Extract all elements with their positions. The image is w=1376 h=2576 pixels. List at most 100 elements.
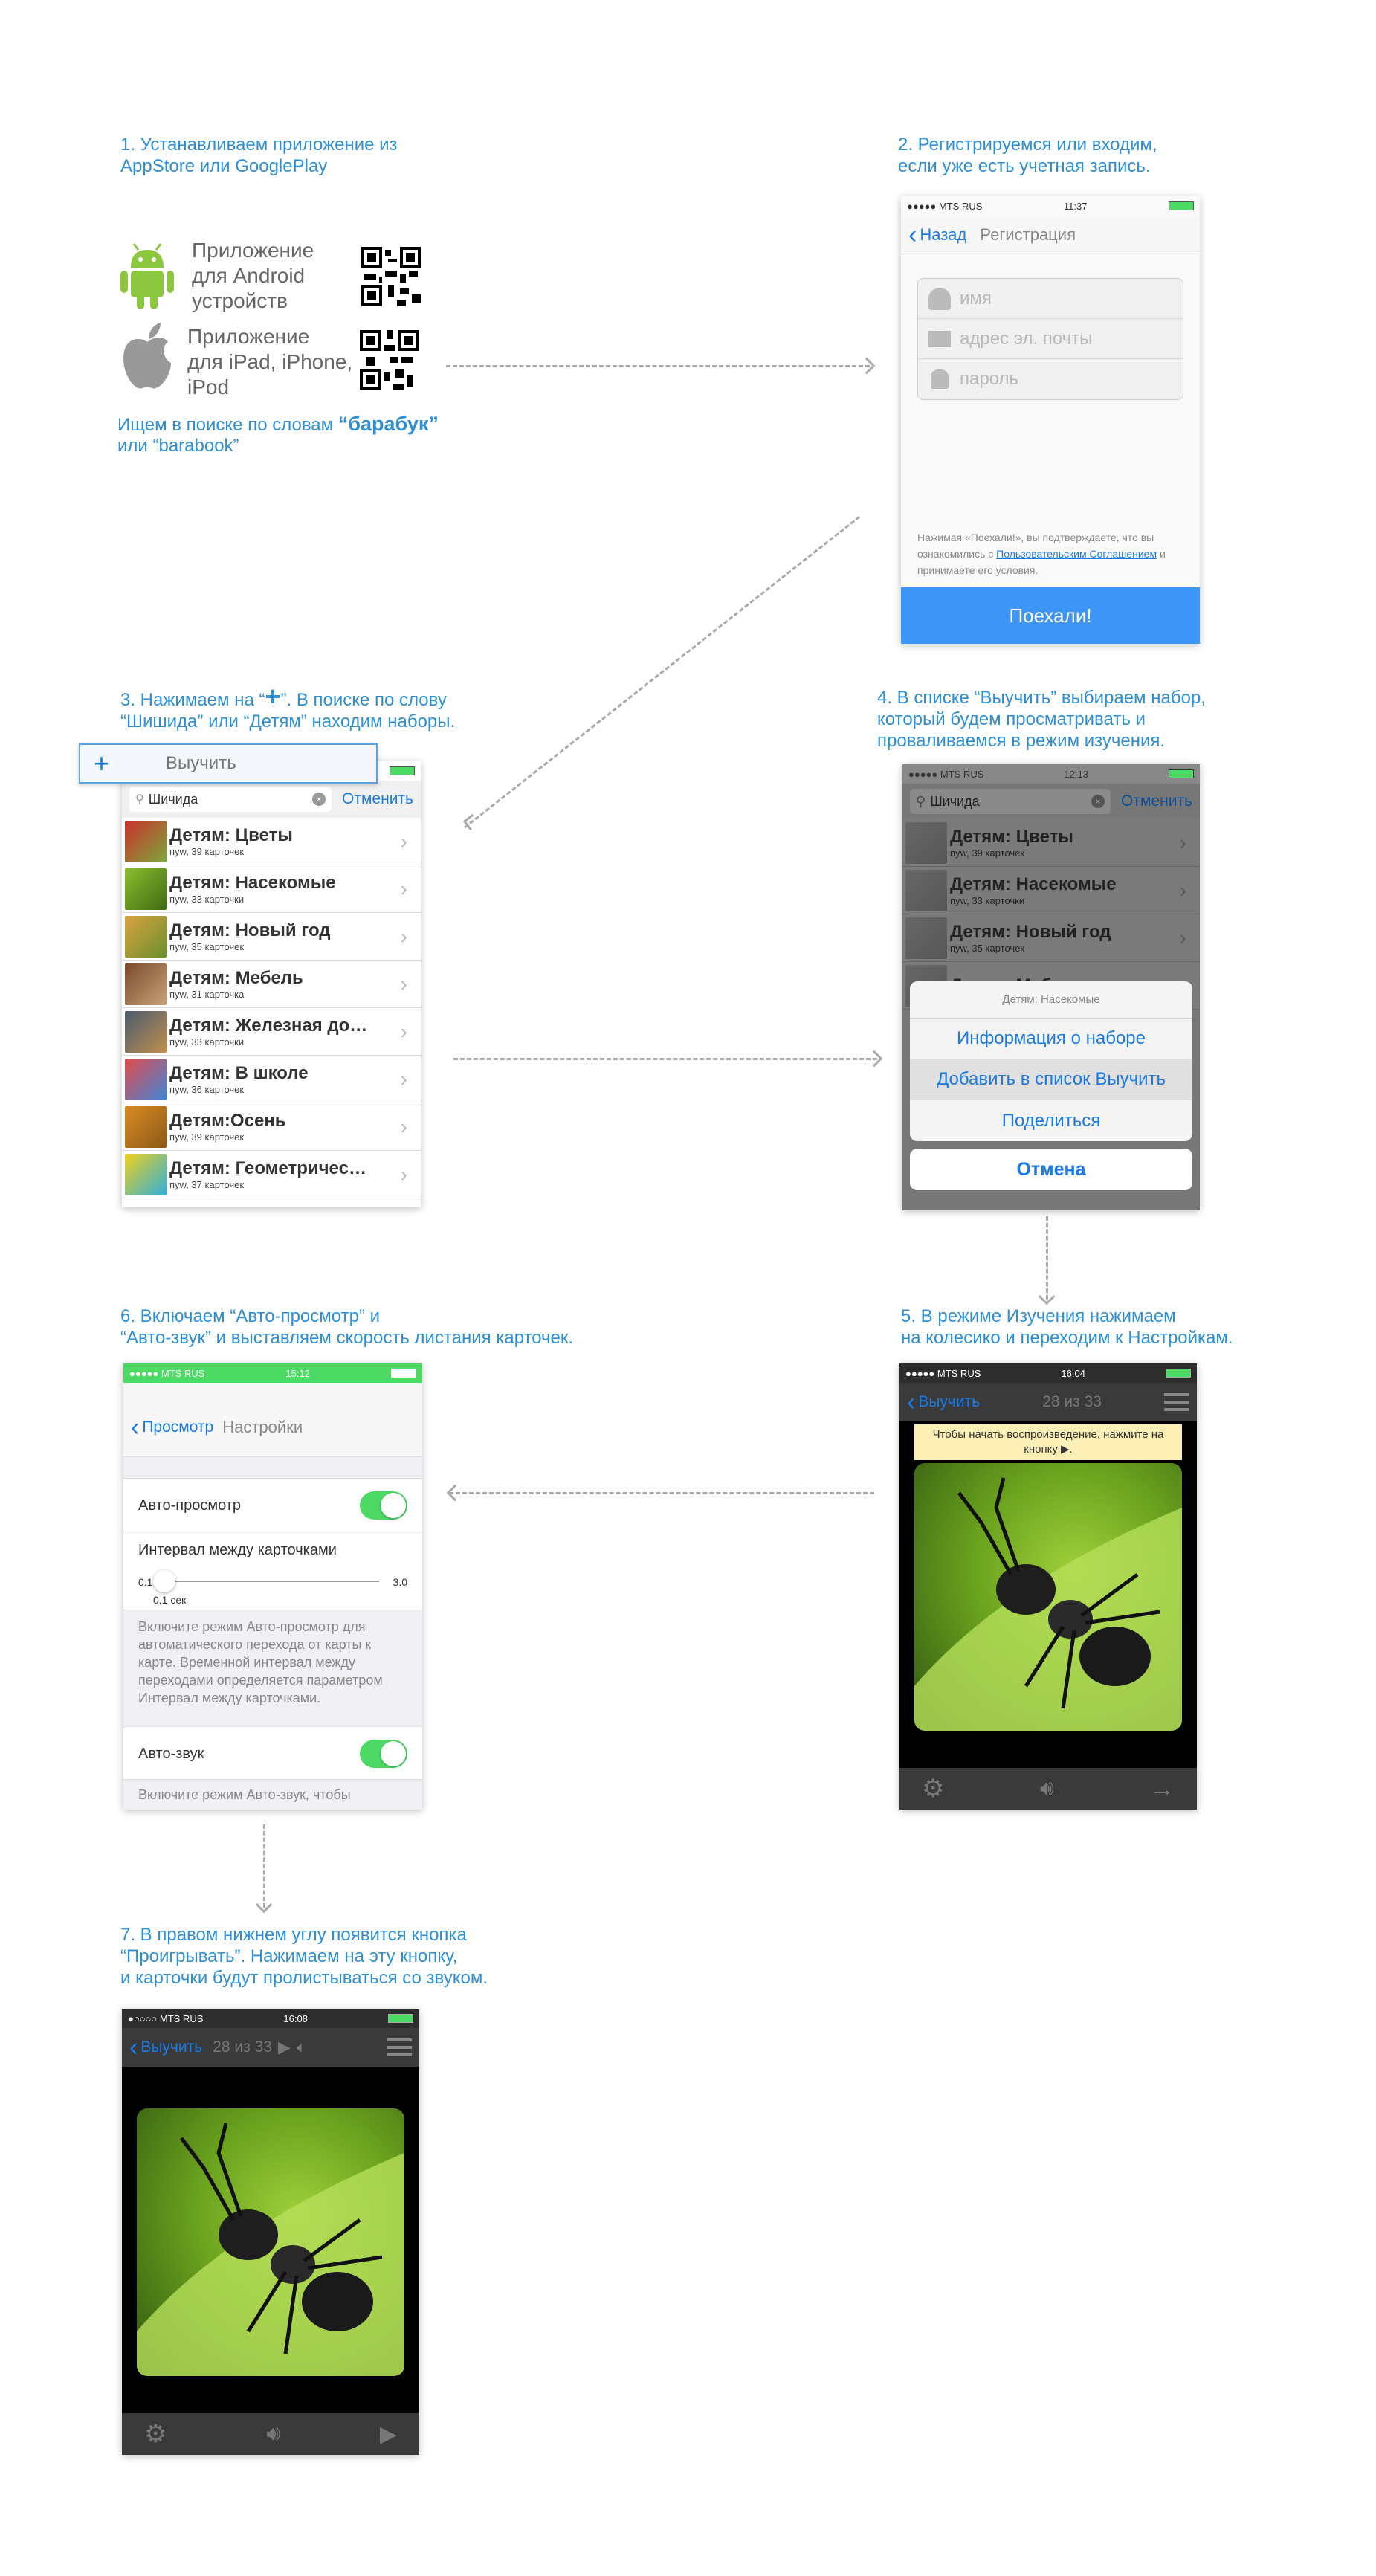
password-field[interactable]: пароль — [918, 359, 1183, 399]
back-button[interactable]: ‹Просмотр — [131, 1413, 214, 1442]
set-subtitle: пуw, 33 карточки — [169, 894, 245, 905]
autoview-toggle[interactable] — [360, 1491, 407, 1520]
cancel-button[interactable]: Отменить — [1121, 793, 1192, 810]
card-counter: 28 из 33 — [1042, 1393, 1102, 1410]
chevron-right-icon: › — [1179, 830, 1186, 854]
arrow-6-to-7 — [263, 1824, 265, 1908]
info-button[interactable]: Информация о наборе — [910, 1019, 1192, 1059]
go-button[interactable]: Поехали! — [901, 587, 1200, 644]
android-qr-code[interactable] — [361, 247, 421, 306]
autoview-description: Включите режим Авто-просмотр для автомат… — [138, 1619, 383, 1705]
set-title: Детям: Насекомые — [950, 874, 1117, 894]
set-title: Детям: Насекомые — [169, 873, 336, 893]
set-subtitle: пуw, 33 карточки — [950, 895, 1025, 906]
ios-label: Приложение для iPad, iPhone, iPod — [187, 325, 353, 398]
chevron-right-icon: › — [400, 972, 407, 995]
speaker-icon[interactable]: 🔊︎ — [1039, 1776, 1054, 1801]
set-subtitle: пуw, 39 карточек — [169, 1132, 245, 1143]
learn-tab-label: Выучить — [166, 753, 236, 773]
back-button[interactable]: ‹Выучить — [129, 2033, 203, 2062]
arrow-4-to-5 — [1046, 1216, 1048, 1300]
name-field[interactable]: имя — [918, 279, 1183, 319]
cancel-button[interactable]: Отменить — [342, 790, 413, 807]
sheet-cancel-button[interactable]: Отмена — [910, 1149, 1192, 1190]
arrow-5-to-6 — [449, 1492, 874, 1494]
android-label: Приложение для Android устройств — [192, 239, 314, 312]
apple-icon[interactable] — [117, 321, 177, 393]
set-thumbnail — [905, 821, 947, 864]
gear-icon[interactable]: ⚙ — [144, 2420, 167, 2448]
nav-bar: ‹Просмотр Настройки — [123, 1383, 422, 1457]
nav-bar: ‹Выучить 28 из 33 ▶ 🔈︎ — [122, 2028, 419, 2067]
back-button[interactable]: ‹Назад — [908, 220, 967, 249]
menu-icon[interactable] — [1163, 1393, 1189, 1411]
search-input[interactable]: ⚲ Шичида × — [129, 787, 332, 812]
arrow-right-icon[interactable]: → — [1149, 1774, 1175, 1803]
gear-icon[interactable]: ⚙ — [922, 1775, 945, 1803]
chevron-left-icon: ‹ — [131, 1413, 140, 1442]
chevron-right-icon: › — [400, 1114, 407, 1138]
status-bar — [122, 761, 421, 781]
ios-qr-code[interactable] — [360, 330, 419, 390]
set-subtitle: пуw, 39 карточек — [950, 848, 1025, 859]
speaker-icon[interactable]: 🔊︎ — [266, 2421, 281, 2446]
arrow-2-to-3 — [464, 515, 861, 829]
arrow-3-to-4-head — [865, 1050, 883, 1068]
list-item[interactable]: Детям: Геометричес…пуw, 37 карточек› — [122, 1151, 421, 1198]
android-icon[interactable] — [117, 242, 177, 311]
back-button[interactable]: ‹Выучить — [907, 1388, 981, 1416]
set-title: Детям: Мебель — [169, 968, 303, 988]
set-title: Детям: В школе — [169, 1063, 309, 1083]
set-thumbnail — [125, 1010, 167, 1053]
arrow-1-to-2-head — [858, 357, 876, 375]
set-subtitle: пуw, 35 карточек — [950, 943, 1025, 954]
autoview-label: Авто-просмотр — [138, 1497, 242, 1514]
step-2-text: 2. Регистрируемся или входим, если уже е… — [898, 135, 1157, 176]
terms-text: Нажимая «Поехали!», вы подтверждаете, чт… — [917, 532, 1166, 576]
learn-tab-popup[interactable]: + Выучить — [79, 743, 378, 784]
terms-link[interactable]: Пользовательским Соглашением — [996, 548, 1157, 560]
autosound-toggle[interactable] — [360, 1740, 407, 1768]
search-input[interactable]: ⚲Шичида × — [910, 789, 1111, 814]
interval-slider[interactable] — [156, 1581, 379, 1582]
set-thumbnail — [125, 820, 167, 862]
step-1-text: 1. Устанавливаем приложение из AppStore … — [120, 135, 398, 176]
email-field[interactable]: адрес эл. почты — [918, 319, 1183, 359]
page-title: Регистрация — [980, 225, 1076, 244]
registration-form: имя адрес эл. почты пароль — [917, 278, 1183, 400]
set-thumbnail — [125, 1058, 167, 1100]
chevron-left-icon: ‹ — [129, 2033, 138, 2062]
plus-icon[interactable]: + — [94, 748, 110, 778]
study-toolbar: ⚙ 🔊︎ → — [899, 1768, 1197, 1810]
chevron-right-icon: › — [400, 1067, 407, 1091]
clear-icon[interactable]: × — [1091, 795, 1105, 808]
search-bar: ⚲ Шичида × Отменить — [122, 781, 421, 818]
chevron-right-icon: › — [400, 877, 407, 900]
play-button[interactable]: ▶ — [379, 2421, 397, 2447]
step-4-text: 4. В списке “Выучить” выбираем набор, ко… — [877, 688, 1206, 751]
ant-card-image — [914, 1463, 1182, 1731]
clear-icon[interactable]: × — [312, 793, 326, 806]
slider-thumb[interactable] — [153, 1570, 175, 1592]
set-thumbnail — [125, 1153, 167, 1195]
set-title: Детям:Осень — [169, 1111, 286, 1131]
set-subtitle: пуw, 33 карточки — [169, 1036, 245, 1047]
menu-icon[interactable] — [387, 2038, 412, 2056]
set-title: Детям: Цветы — [950, 827, 1073, 847]
share-button[interactable]: Поделиться — [910, 1100, 1192, 1141]
search-icon: ⚲ — [135, 793, 144, 806]
add-to-learn-button[interactable]: Добавить в список Выучить — [910, 1059, 1192, 1100]
list-item[interactable]: Детям: Железная до…пуw, 33 карточки› — [122, 1008, 421, 1056]
